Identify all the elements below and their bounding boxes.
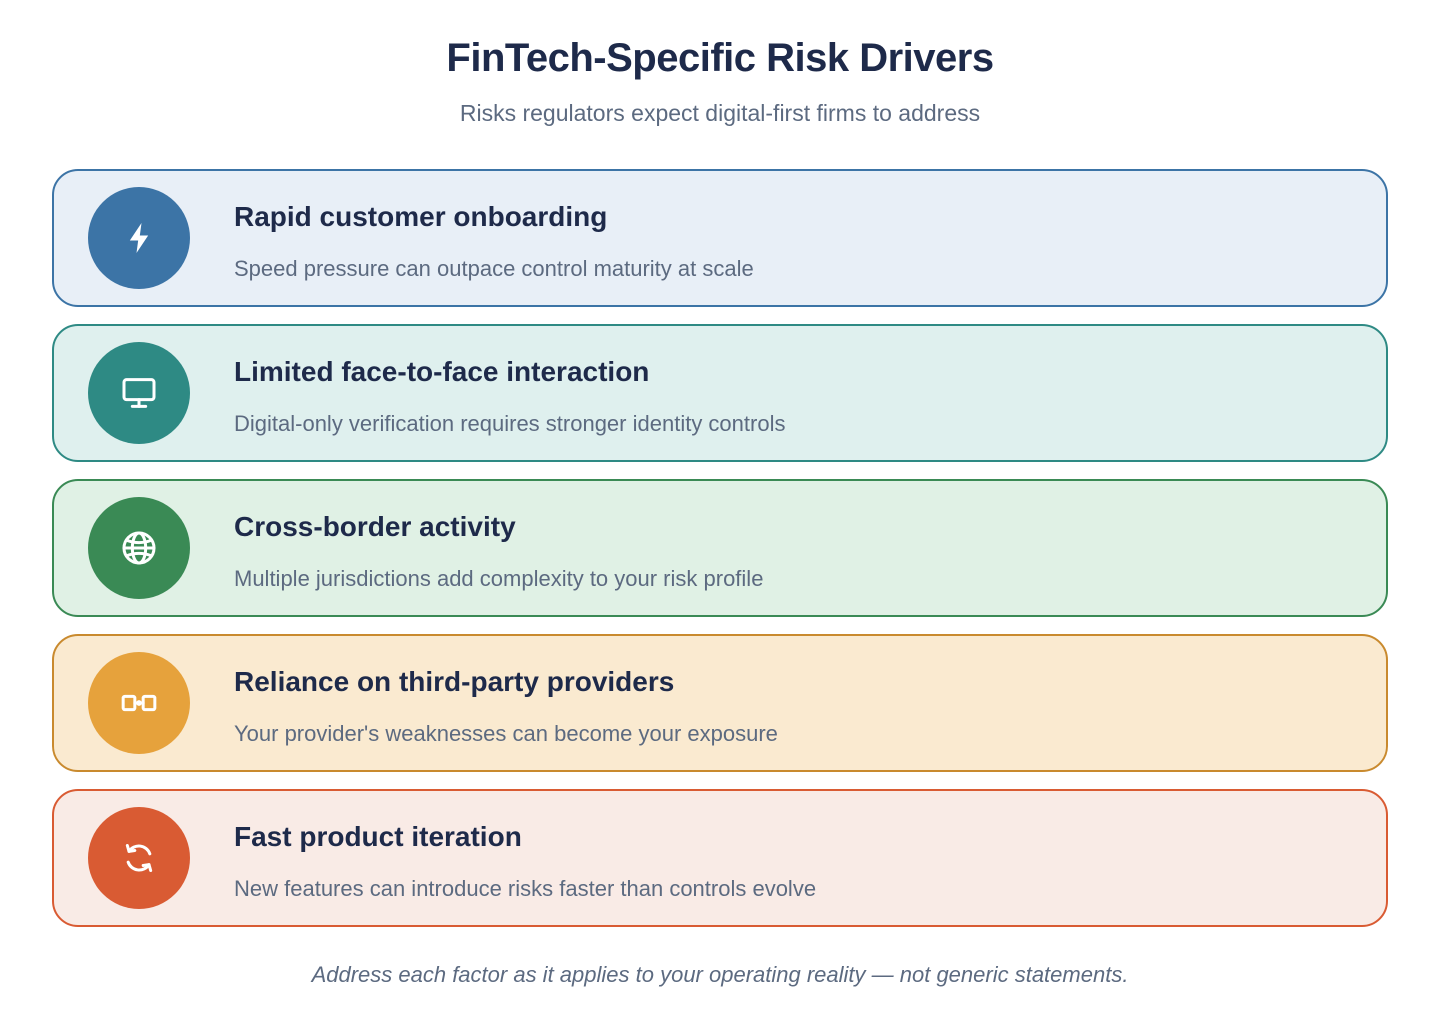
card-title: Limited face-to-face interaction: [234, 356, 650, 387]
lightning-icon: [129, 223, 149, 253]
card-description: Digital-only verification requires stron…: [234, 411, 786, 436]
card-title: Reliance on third-party providers: [234, 666, 675, 697]
card-icon-badge: [88, 807, 190, 909]
page-subtitle: Risks regulators expect digital-first fi…: [459, 100, 981, 126]
card-icon-badge: [88, 652, 190, 754]
globe-icon: [122, 531, 156, 565]
card-icon-badge: [88, 342, 190, 444]
risk-card-limited-interaction: Limited face-to-face interaction Digital…: [52, 324, 1388, 462]
refresh-icon: [125, 844, 153, 872]
card-title: Cross-border activity: [234, 511, 516, 542]
risk-card-third-party: Reliance on third-party providers Your p…: [52, 634, 1388, 772]
card-title: Fast product iteration: [234, 821, 522, 852]
risk-card-rapid-onboarding: Rapid customer onboarding Speed pressure…: [52, 169, 1388, 307]
risk-card-fast-iteration: Fast product iteration New features can …: [52, 789, 1388, 927]
footer-note: Address each factor as it applies to you…: [311, 962, 1129, 987]
card-description: New features can introduce risks faster …: [234, 876, 817, 901]
card-description: Your provider's weaknesses can become yo…: [234, 721, 778, 746]
risk-card-cross-border: Cross-border activity Multiple jurisdict…: [52, 479, 1388, 617]
card-description: Multiple jurisdictions add complexity to…: [234, 566, 764, 591]
card-description: Speed pressure can outpace control matur…: [234, 256, 754, 281]
card-icon-badge: [88, 187, 190, 289]
page-title: FinTech-Specific Risk Drivers: [446, 36, 994, 80]
card-title: Rapid customer onboarding: [234, 201, 608, 232]
card-icon-badge: [88, 497, 190, 599]
risk-driver-list: Rapid customer onboarding Speed pressure…: [52, 169, 1388, 944]
monitor-icon: [122, 378, 156, 408]
link-icon: [121, 694, 157, 712]
